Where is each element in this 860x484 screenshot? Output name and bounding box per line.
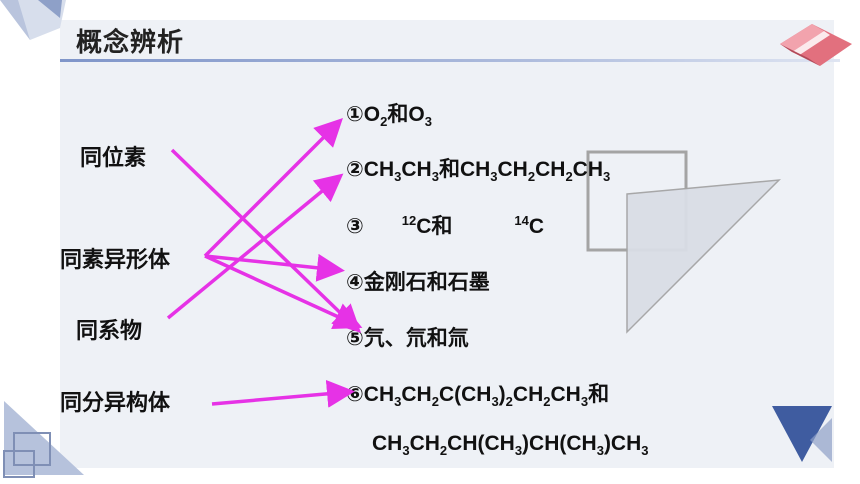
title-underline [60,59,840,62]
option-5: ⑤氕、氘和氚 [346,327,469,350]
arrow-allotrope-to-4 [204,253,345,282]
corner-decoration-bottom-right [772,406,832,462]
term-isomer: 同分异构体 [60,390,171,415]
option-4: ④金刚石和石墨 [346,271,490,294]
eraser-icon [780,24,852,66]
corner-decoration-bottom-left [3,401,84,478]
option-1: ①O2和O3 [346,103,432,129]
page-title: 概念辨析 [76,27,185,57]
geometric-decoration [586,150,781,334]
arrow-allotrope-to-5 [204,254,363,330]
corner-decoration-top-left [0,0,66,40]
arrow-isomer-to-6 [211,379,355,408]
term-homolog: 同系物 [76,318,143,343]
option-2: ②CH3CH3和CH3CH2CH2CH3 [346,158,611,184]
term-allotrope: 同素异形体 [60,247,171,272]
option-6-second-formula: CH3CH2CH(CH3)CH(CH3)CH3 [372,432,649,458]
arrow-allotrope-to-1 [203,118,343,258]
term-isotope: 同位素 [80,145,147,170]
arrow-homolog-to-2 [166,173,344,320]
